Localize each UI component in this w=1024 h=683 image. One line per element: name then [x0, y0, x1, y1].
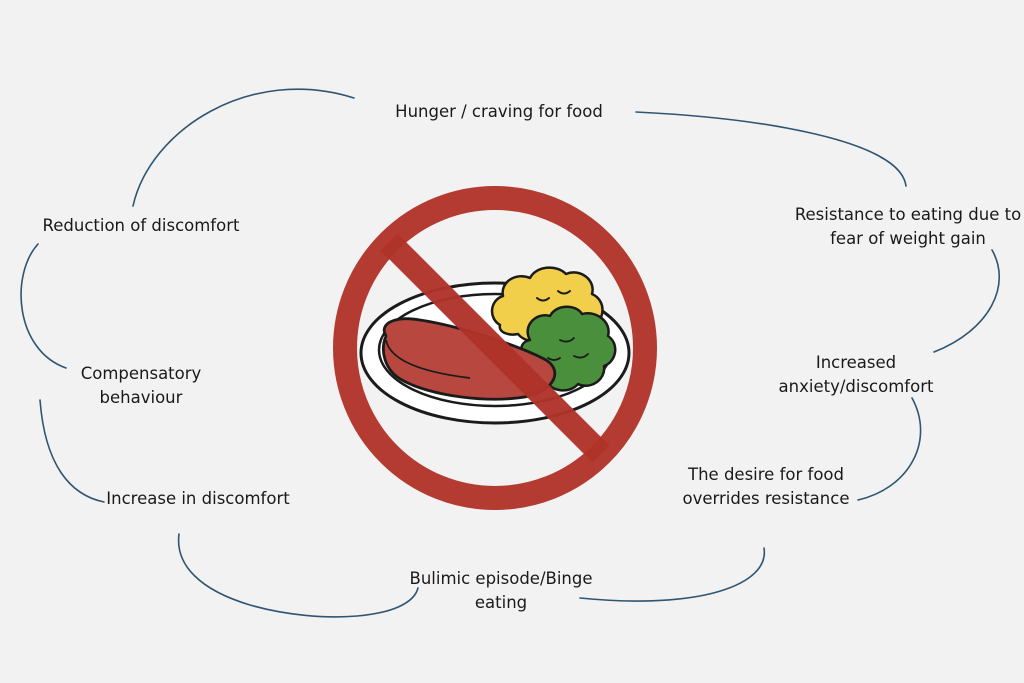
node-hunger-line-1: Hunger / craving for food [395, 102, 603, 121]
connector-resistance-to-anxiety [933, 249, 1001, 353]
connector-increase-to-compensatory [39, 399, 105, 503]
node-resistance: Resistance to eating due to fear of weig… [778, 203, 1024, 251]
node-reduction-line-1: Reduction of discomfort [42, 216, 240, 235]
node-binge-line-1: Bulimic episode/Binge [409, 569, 593, 588]
cycle-connectors [20, 88, 1001, 618]
node-binge: Bulimic episode/Binge eating [398, 567, 604, 615]
no-food-sign-icon [333, 186, 657, 510]
node-compensatory-line-2: behaviour [99, 388, 183, 407]
node-reduction: Reduction of discomfort [36, 214, 246, 238]
node-resistance-line-1: Resistance to eating due to [794, 205, 1022, 224]
connector-compensatory-to-reduction [20, 243, 67, 369]
connector-reduction-to-hunger [132, 88, 355, 207]
node-hunger: Hunger / craving for food [374, 100, 624, 124]
node-anxiety: Increased anxiety/discomfort [766, 351, 946, 399]
connector-anxiety-to-desire [857, 397, 922, 501]
node-anxiety-line-2: anxiety/discomfort [778, 377, 934, 396]
node-desire-line-1: The desire for food [688, 465, 844, 484]
node-desire-line-2: overrides resistance [682, 489, 850, 508]
node-resistance-line-2: fear of weight gain [830, 229, 986, 248]
connector-hunger-to-resistance [635, 111, 907, 187]
node-increase-line-1: Increase in discomfort [106, 489, 290, 508]
node-anxiety-line-1: Increased [815, 353, 897, 372]
node-compensatory: Compensatory behaviour [66, 362, 216, 410]
connector-desire-to-binge [579, 547, 766, 602]
node-desire: The desire for food overrides resistance [675, 463, 857, 511]
node-increase: Increase in discomfort [100, 487, 296, 511]
node-compensatory-line-1: Compensatory [80, 364, 202, 383]
connector-binge-to-increase [177, 533, 419, 618]
node-binge-line-2: eating [474, 593, 528, 612]
